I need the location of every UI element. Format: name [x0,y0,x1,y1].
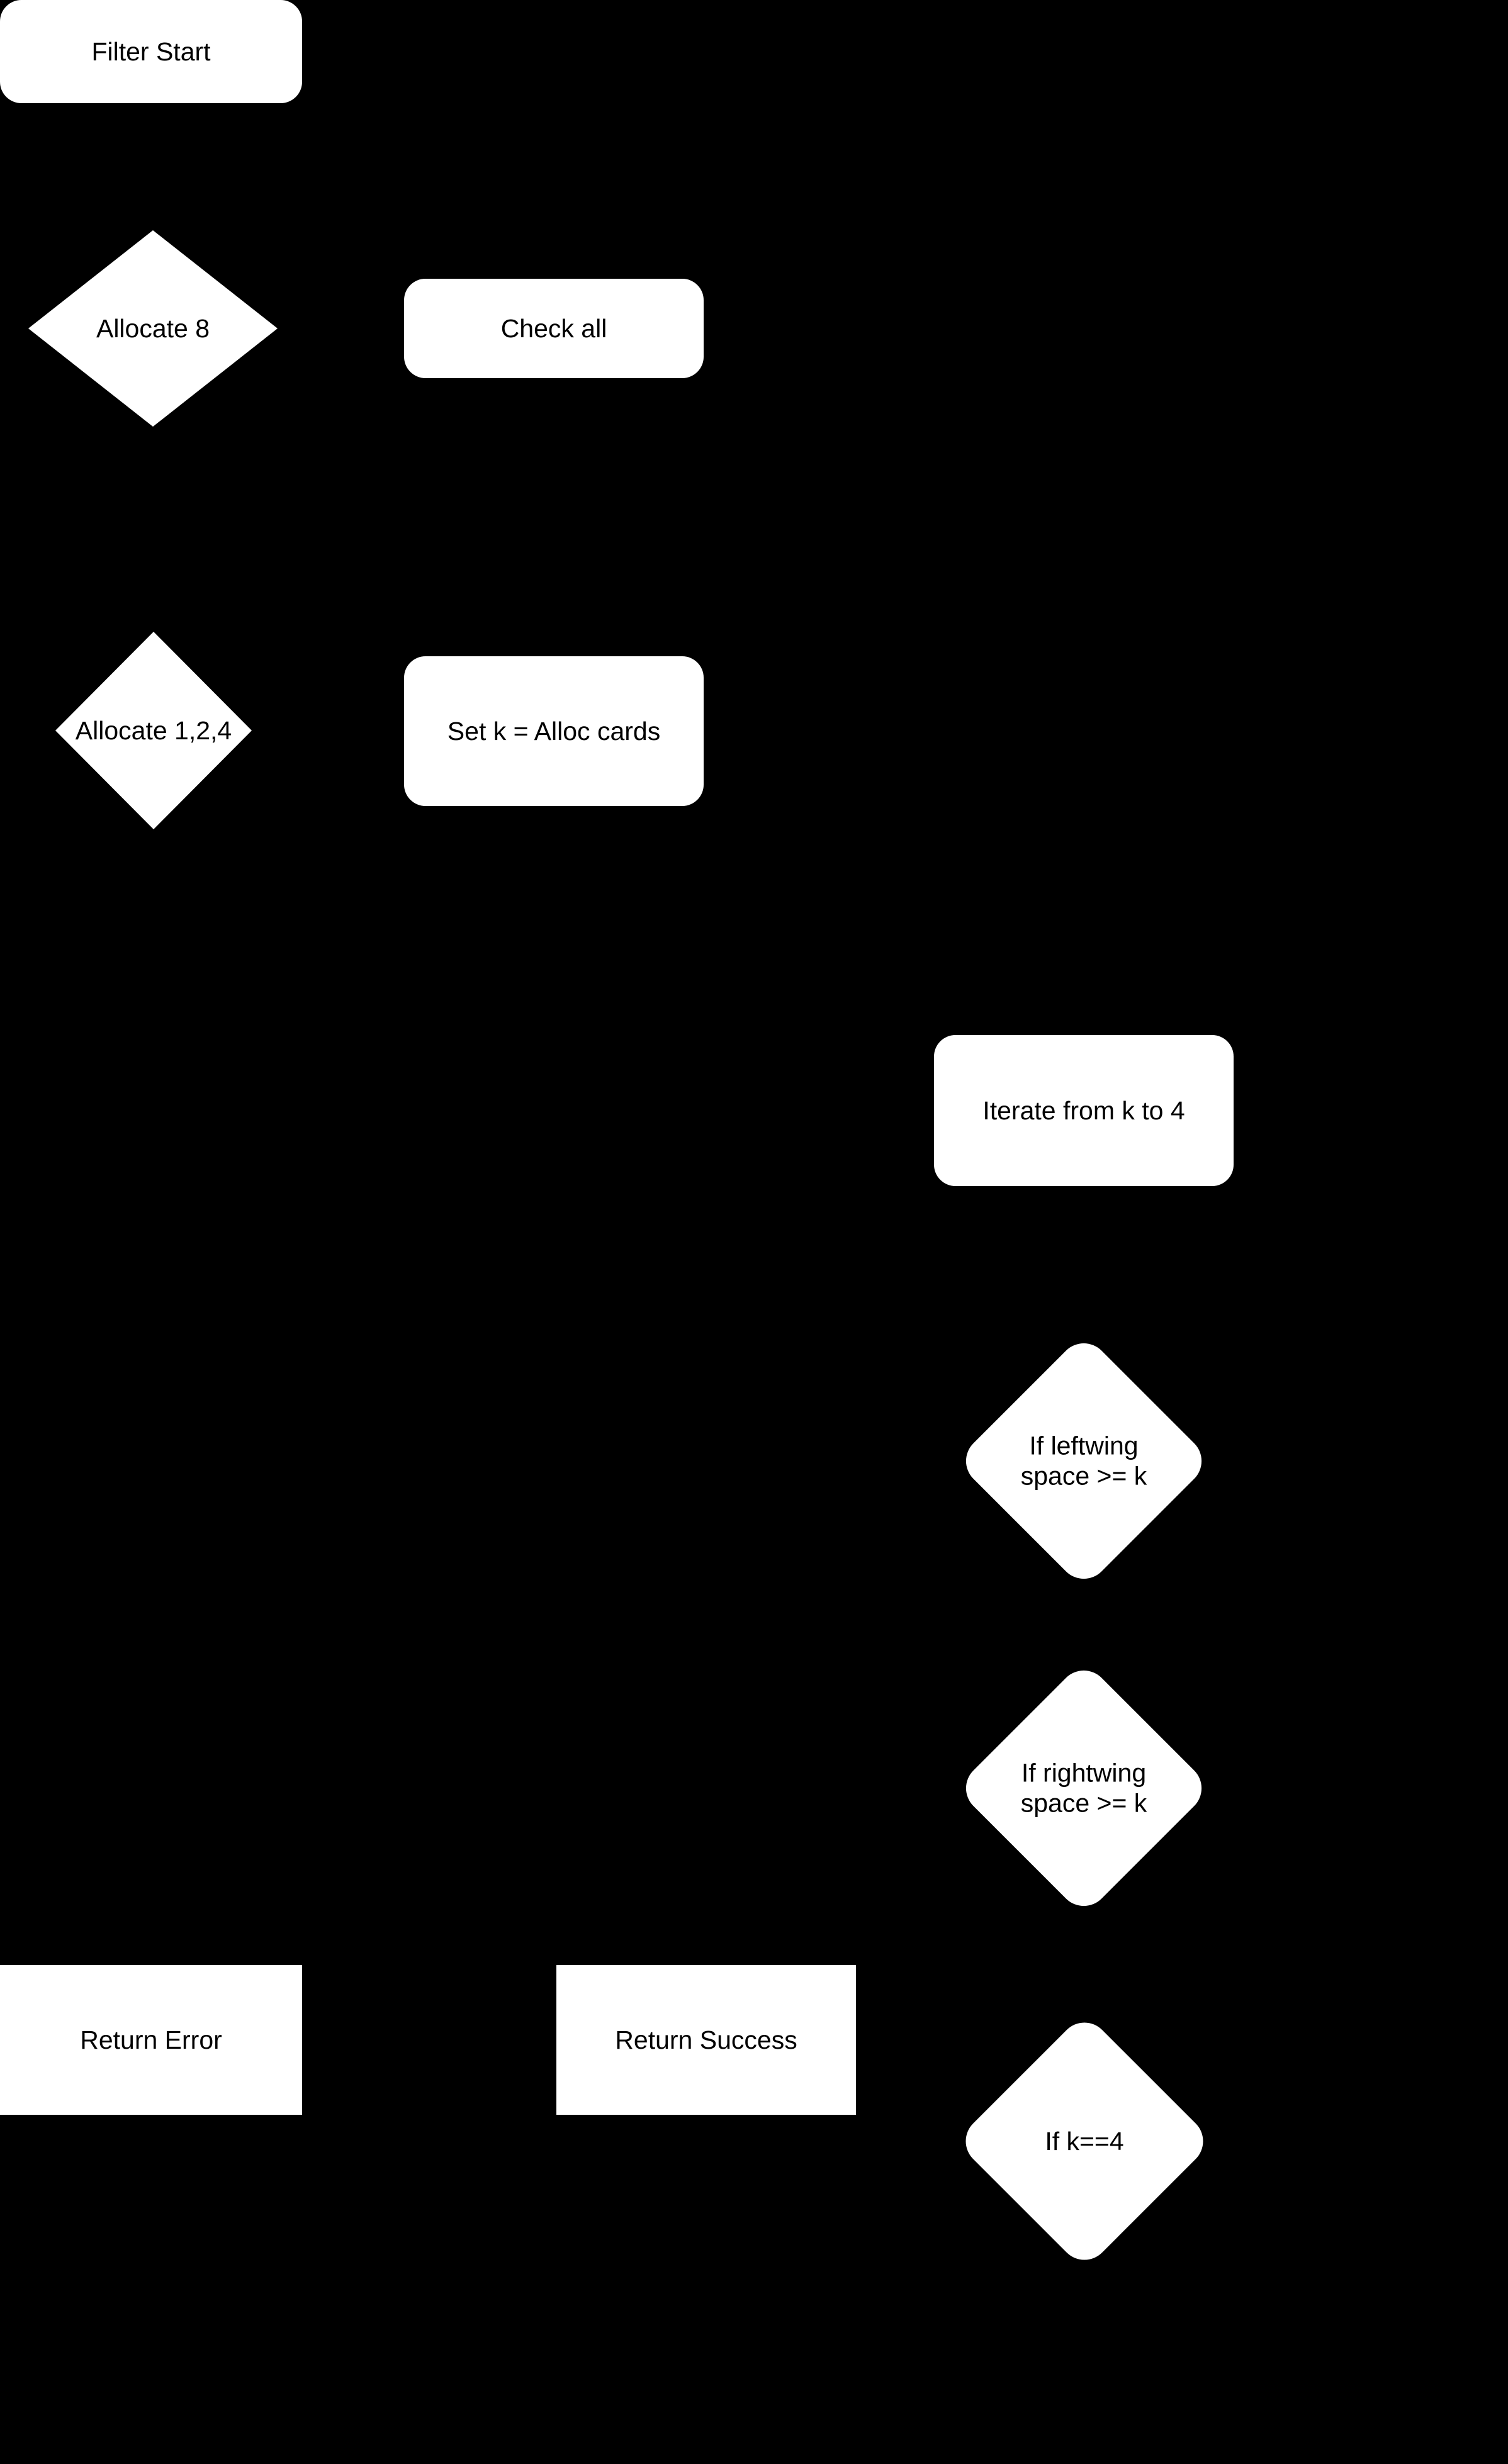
node-return-success[interactable]: Return Success [556,1965,856,2115]
node-return-error[interactable]: Return Error [0,1965,302,2115]
rounded-diamond-shape [955,2012,1214,2271]
node-return-success-label: Return Success [615,2025,797,2054]
diamond-shape [55,632,252,829]
diamond-shape [28,230,278,427]
node-iterate-k[interactable]: Iterate from k to 4 [934,1035,1234,1186]
node-if-k4[interactable]: If k==4 [955,2012,1214,2271]
node-iterate-k-label: Iterate from k to 4 [982,1095,1185,1125]
node-set-k-label: Set k = Alloc cards [447,716,661,746]
rounded-diamond-shape [955,1333,1212,1589]
node-return-error-label: Return Error [80,2025,222,2054]
node-check-all-label: Check all [500,313,607,343]
rounded-diamond-shape [955,1660,1212,1917]
node-filter-start[interactable]: Filter Start [0,0,302,103]
node-allocate-8[interactable]: Allocate 8 [28,230,278,427]
node-check-all[interactable]: Check all [404,279,704,378]
node-set-k[interactable]: Set k = Alloc cards [404,656,704,806]
node-filter-start-label: Filter Start [91,36,211,66]
node-allocate-124[interactable]: Allocate 1,2,4 [55,632,252,829]
